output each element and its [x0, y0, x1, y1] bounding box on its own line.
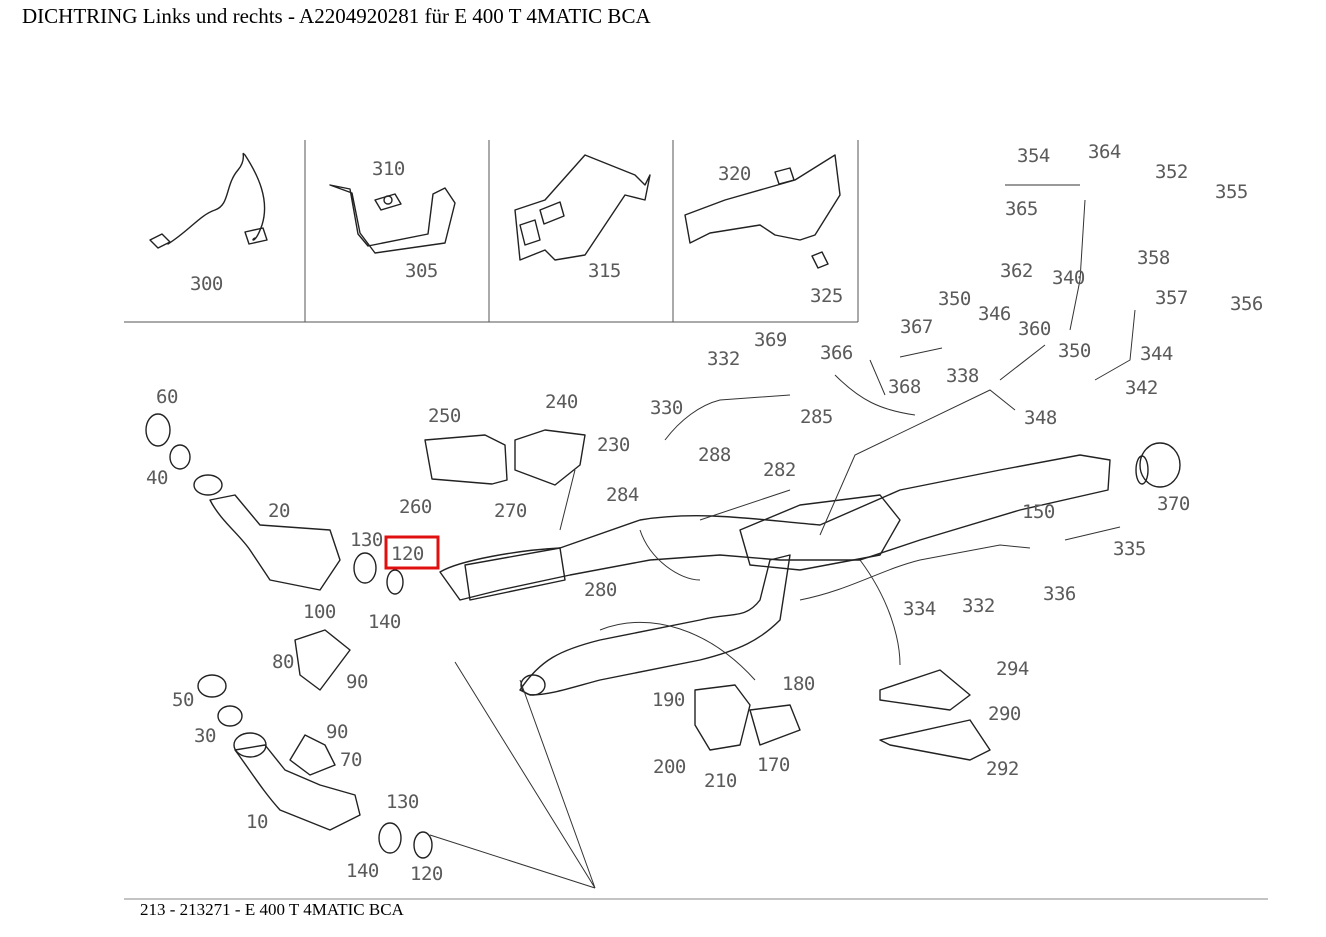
callout-344: 344 [1140, 343, 1173, 365]
callout-280: 280 [584, 579, 617, 601]
callout-130-upper: 130 [350, 529, 383, 551]
callout-120-lower: 120 [410, 863, 443, 885]
callout-200: 200 [653, 756, 686, 778]
oxygen-sensor-300 [149, 152, 268, 249]
callout-368: 368 [888, 376, 921, 398]
callout-346: 346 [978, 303, 1011, 325]
callout-355: 355 [1215, 181, 1248, 203]
callout-340: 340 [1052, 267, 1085, 289]
callout-320: 320 [718, 163, 751, 185]
callout-140-upper: 140 [368, 611, 401, 633]
callout-70: 70 [340, 749, 362, 771]
callout-366: 366 [820, 342, 853, 364]
callout-325: 325 [810, 285, 843, 307]
callout-90-upper: 90 [346, 671, 368, 693]
callout-348: 348 [1024, 407, 1057, 429]
callout-288: 288 [698, 444, 731, 466]
callout-100: 100 [303, 601, 336, 623]
callout-50: 50 [172, 689, 194, 711]
callout-40: 40 [146, 467, 168, 489]
callout-80: 80 [272, 651, 294, 673]
callout-310: 310 [372, 158, 405, 180]
page-title: DICHTRING Links und rechts - A2204920281… [22, 4, 651, 28]
inset-callouts: 300 310 305 315 320 325 [190, 158, 843, 307]
sensor-wires [639, 184, 1136, 601]
callout-354: 354 [1017, 145, 1050, 167]
callout-360: 360 [1018, 318, 1051, 340]
callout-332-upper: 332 [707, 348, 740, 370]
callout-140-lower: 140 [346, 860, 379, 882]
callout-210: 210 [704, 770, 737, 792]
callout-180: 180 [782, 673, 815, 695]
bracket-320 [684, 154, 841, 269]
callout-250: 250 [428, 405, 461, 427]
callout-369: 369 [754, 329, 787, 351]
callout-338: 338 [946, 365, 979, 387]
callout-357: 357 [1155, 287, 1188, 309]
callout-30: 30 [194, 725, 216, 747]
bracket-305 [329, 184, 456, 254]
callout-330: 330 [650, 397, 683, 419]
callout-356: 356 [1230, 293, 1263, 315]
callout-284: 284 [606, 484, 639, 506]
callout-362: 362 [1000, 260, 1033, 282]
inset-panels [124, 140, 859, 323]
callout-342: 342 [1125, 377, 1158, 399]
footer-caption: 213 - 213271 - E 400 T 4MATIC BCA [140, 900, 404, 919]
callout-334: 334 [903, 598, 936, 620]
part-callouts: 60 40 20 130 120 100 140 80 90 50 30 90 … [146, 141, 1263, 885]
callout-352: 352 [1155, 161, 1188, 183]
leader-lines [429, 389, 1016, 889]
callout-336: 336 [1043, 583, 1076, 605]
callout-120-highlighted: 120 [391, 543, 424, 565]
callout-364: 364 [1088, 141, 1121, 163]
exhaust-pipes [193, 454, 1111, 831]
callout-240: 240 [545, 391, 578, 413]
callout-290: 290 [988, 703, 1021, 725]
callout-190: 190 [652, 689, 685, 711]
callout-350-right: 350 [1058, 340, 1091, 362]
callout-367: 367 [900, 316, 933, 338]
callout-270: 270 [494, 500, 527, 522]
callout-90-lower: 90 [326, 721, 348, 743]
callout-20: 20 [268, 500, 290, 522]
callout-358: 358 [1137, 247, 1170, 269]
bracket-315 [514, 154, 651, 261]
highlight-box [384, 535, 440, 570]
callout-130-lower: 130 [386, 791, 419, 813]
callout-350-left: 350 [938, 288, 971, 310]
callout-230: 230 [597, 434, 630, 456]
callout-60: 60 [156, 386, 178, 408]
callout-365: 365 [1005, 198, 1038, 220]
callout-335: 335 [1113, 538, 1146, 560]
callout-370: 370 [1157, 493, 1190, 515]
callout-10: 10 [246, 811, 268, 833]
callout-282: 282 [763, 459, 796, 481]
callout-300: 300 [190, 273, 223, 295]
callout-285: 285 [800, 406, 833, 428]
callout-315: 315 [588, 260, 621, 282]
callout-170: 170 [757, 754, 790, 776]
callout-260: 260 [399, 496, 432, 518]
callout-332-lower: 332 [962, 595, 995, 617]
callout-292: 292 [986, 758, 1019, 780]
callout-305: 305 [405, 260, 438, 282]
callout-150: 150 [1022, 501, 1055, 523]
callout-294: 294 [996, 658, 1029, 680]
hangers [289, 429, 991, 776]
gaskets-and-clamps [145, 413, 1181, 859]
